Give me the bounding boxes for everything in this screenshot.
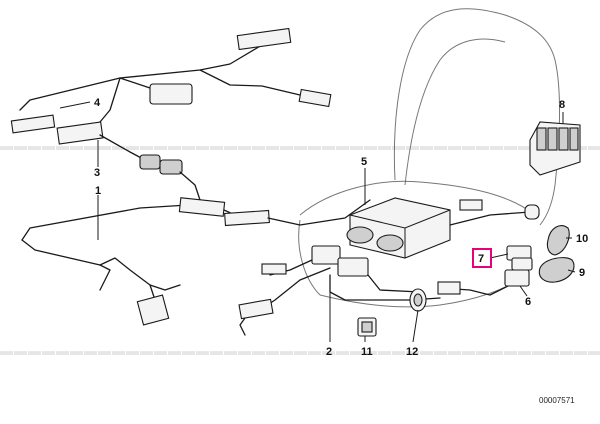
connector-2d (238, 298, 274, 320)
switch-cap-9 (538, 257, 575, 283)
callout-7: 7 (478, 253, 484, 265)
module-socket-a (346, 226, 374, 244)
connector-1b (224, 209, 270, 227)
connector-left-4 (10, 114, 56, 134)
harness-part-1 (21, 197, 270, 326)
svg-text:▬▬▬▬▬▬▬▬▬▬▬▬▬▬▬▬▬▬▬▬▬▬▬▬▬▬▬▬▬▬: ▬▬▬▬▬▬▬▬▬▬▬▬▬▬▬▬▬▬▬▬▬▬▬▬▬▬▬▬▬▬▬▬▬▬▬▬▬▬▬▬… (0, 343, 600, 358)
svg-text:▬▬▬▬▬▬▬▬▬▬▬▬▬▬▬▬▬▬▬▬▬▬▬▬▬▬▬▬▬▬: ▬▬▬▬▬▬▬▬▬▬▬▬▬▬▬▬▬▬▬▬▬▬▬▬▬▬▬▬▬▬▬▬▬▬▬▬▬▬▬▬… (0, 138, 600, 153)
harness-part-4 (10, 27, 332, 134)
callout-9: 9 (579, 267, 585, 279)
switch-cap-10 (546, 225, 570, 256)
switch-block-8 (529, 121, 581, 176)
callout-labels: 4 3 1 5 8 10 9 6 2 11 12 7 (94, 97, 588, 358)
callout-12: 12 (406, 346, 418, 358)
switch-button-2 (547, 127, 558, 151)
connector-block-4 (149, 83, 193, 105)
control-module-5 (267, 197, 540, 259)
callout-2: 2 (326, 346, 332, 358)
callout-1: 1 (95, 185, 101, 197)
connector-2a (311, 245, 341, 265)
connector-6 (504, 269, 530, 287)
switch-button-1 (536, 127, 547, 151)
switch-button-4 (569, 127, 579, 151)
connector-5 (459, 199, 483, 211)
callout-5: 5 (361, 156, 367, 168)
connector-1 (178, 197, 226, 217)
connector-7b (511, 257, 533, 271)
bracket-part-11 (357, 317, 377, 337)
plug-3b (159, 159, 183, 175)
plug-3a (139, 154, 161, 170)
connector-2b (337, 257, 369, 277)
callout-4: 4 (94, 97, 101, 109)
watermark: ▬▬▬▬▬▬▬▬▬▬▬▬▬▬▬▬▬▬▬▬▬▬▬▬▬▬▬▬▬▬▬▬▬▬▬▬▬▬▬▬… (0, 138, 600, 358)
connector-right-4 (298, 88, 332, 108)
callout-10: 10 (576, 233, 588, 245)
sensor-part-12 (409, 288, 427, 312)
harness-part-3 (56, 121, 201, 201)
seat-outline (298, 8, 560, 308)
callout-11: 11 (361, 346, 373, 358)
sensor-1 (136, 294, 170, 326)
plug-5 (524, 204, 540, 220)
connector-top (236, 27, 292, 51)
harness-part-2 (238, 245, 441, 336)
leader-lines (59, 101, 576, 343)
switch-button-3 (558, 127, 569, 151)
callout-8: 8 (559, 99, 565, 111)
connector-3 (56, 121, 104, 145)
connector-6a (437, 281, 461, 295)
connector-part-7 (506, 245, 533, 271)
connector-2c (261, 263, 287, 275)
module-body (349, 197, 451, 259)
module-socket-b (376, 234, 404, 252)
callout-6: 6 (525, 296, 531, 308)
callout-7-highlight (472, 248, 492, 268)
callout-3: 3 (94, 167, 100, 179)
document-number: 00007571 (539, 396, 575, 405)
connector-part-6 (437, 269, 530, 296)
